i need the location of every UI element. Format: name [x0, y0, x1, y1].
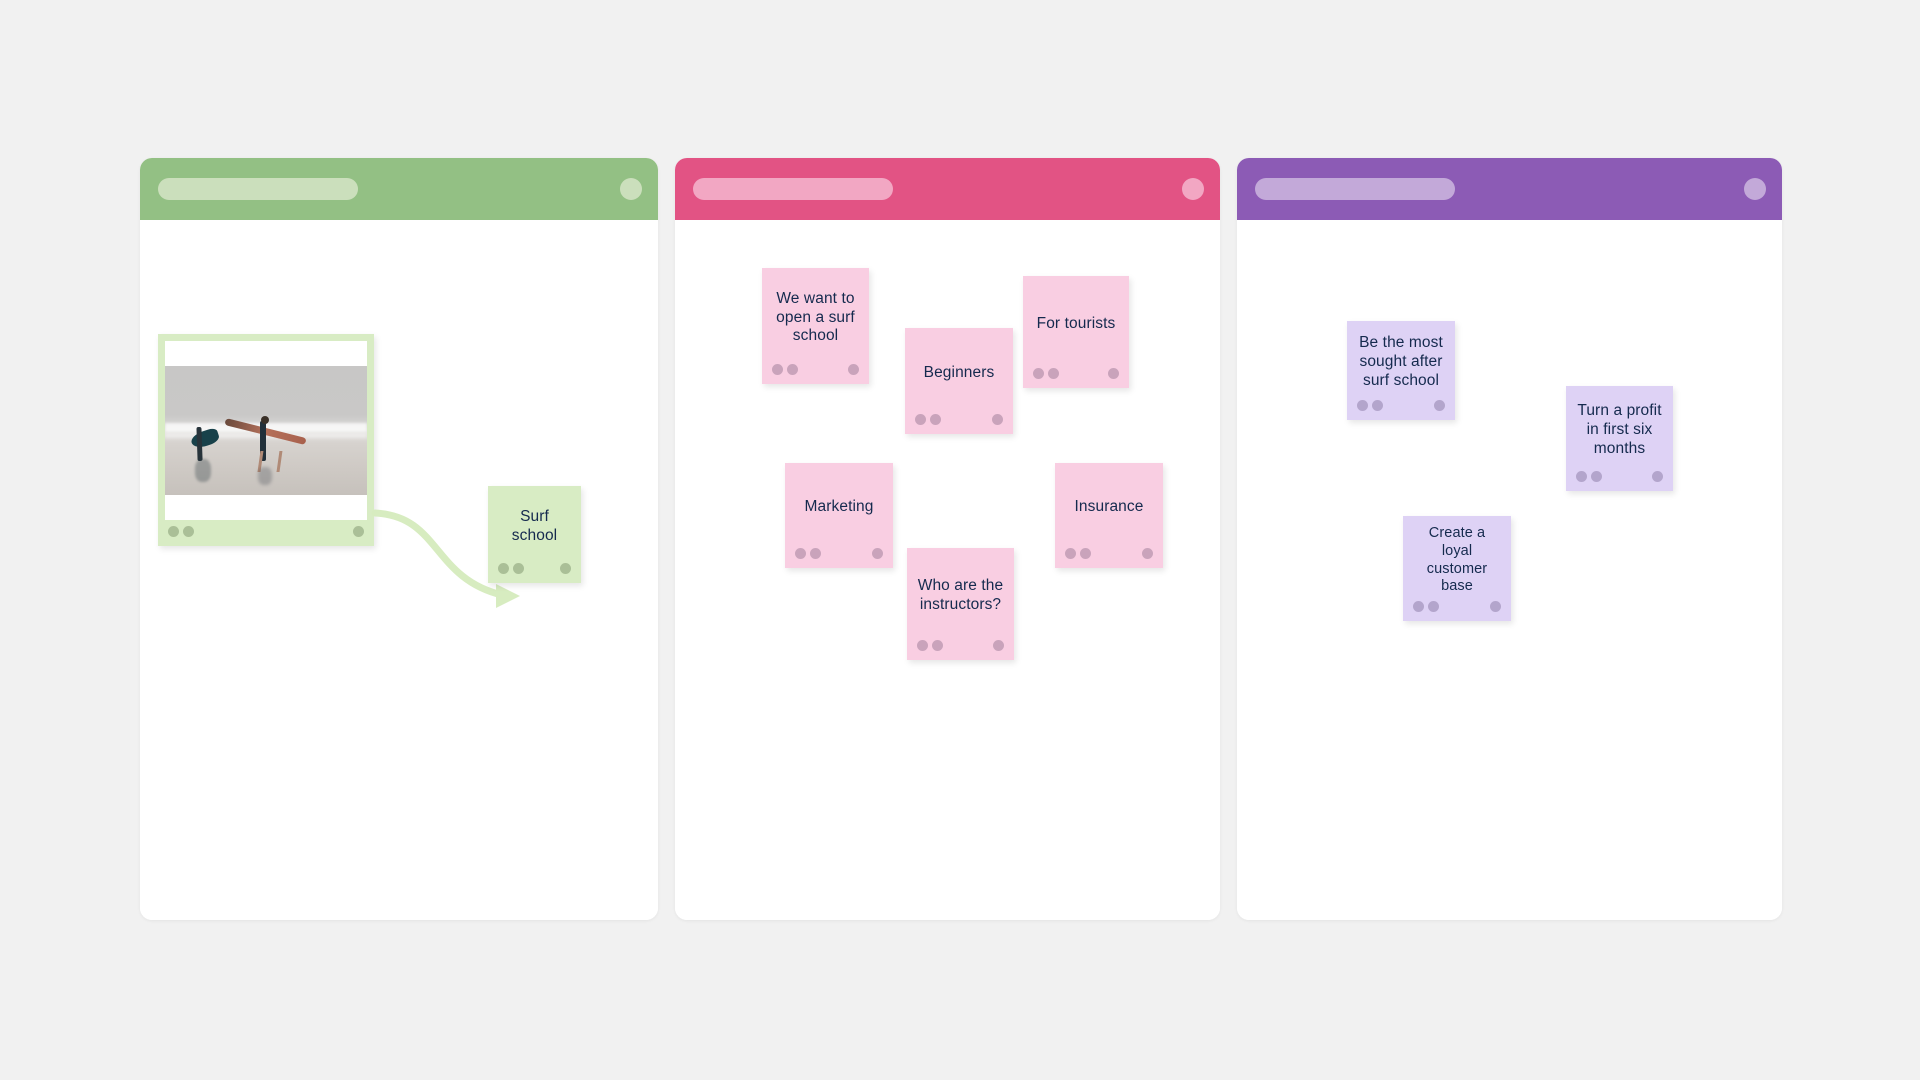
note-dot-1[interactable] [1413, 601, 1424, 612]
note-dot-3[interactable] [1142, 548, 1153, 559]
purple-panel[interactable]: Be the most sought after surf school Tur… [1237, 158, 1782, 920]
photo-inner-frame [165, 341, 367, 520]
note-who-are-the-instructors[interactable]: Who are the instructors? [907, 548, 1014, 660]
surfer-right [259, 421, 266, 462]
note-surf-school-text: Surf school [511, 507, 558, 544]
note-dot-3[interactable] [1434, 400, 1445, 411]
note-dots [1576, 471, 1663, 482]
green-panel[interactable]: Surf school [140, 158, 658, 920]
note-dot-2[interactable] [932, 640, 943, 651]
note-text: Insurance [1074, 498, 1144, 516]
note-dot-2[interactable] [1428, 601, 1439, 612]
note-dot-2[interactable] [1372, 400, 1383, 411]
note-dots [772, 364, 859, 375]
note-dot-2[interactable] [1591, 471, 1602, 482]
surfer-right-head [260, 416, 269, 425]
note-text: Who are the instructors? [917, 577, 1004, 613]
note-dots [915, 414, 1003, 425]
note-dot-2[interactable] [513, 563, 524, 574]
note-insurance[interactable]: Insurance [1055, 463, 1163, 568]
note-turn-a-profit-in-first-six-months[interactable]: Turn a profit in first six months [1566, 386, 1673, 491]
wave-foam-secondary [165, 433, 367, 439]
pink-panel-avatar[interactable] [1182, 178, 1204, 200]
surfer-right-reflection [257, 466, 272, 485]
photo-dot-3[interactable] [353, 526, 364, 537]
note-beginners[interactable]: Beginners [905, 328, 1013, 434]
note-dot-3[interactable] [993, 640, 1004, 651]
note-dot-2[interactable] [787, 364, 798, 375]
photo-card-dots [168, 526, 364, 537]
note-text: Be the most sought after surf school [1359, 334, 1443, 389]
green-panel-header[interactable] [140, 158, 658, 220]
note-text: We want to open a surf school [776, 289, 855, 345]
pink-panel-header[interactable] [675, 158, 1220, 220]
note-marketing[interactable]: Marketing [785, 463, 893, 568]
note-dot-1[interactable] [917, 640, 928, 651]
note-create-a-loyal-customer-base[interactable]: Create a loyal customer base [1403, 516, 1511, 621]
note-dot-3[interactable] [1490, 601, 1501, 612]
note-dots [1413, 601, 1501, 612]
note-surf-school[interactable]: Surf school [488, 486, 581, 583]
note-dot-1[interactable] [1033, 368, 1044, 379]
purple-panel-header[interactable] [1237, 158, 1782, 220]
note-be-the-most-sought-after-surf-school[interactable]: Be the most sought after surf school [1347, 321, 1455, 420]
green-panel-title-placeholder [158, 178, 358, 200]
photo-dot-2[interactable] [183, 526, 194, 537]
note-dot-3[interactable] [872, 548, 883, 559]
note-dot-2[interactable] [1048, 368, 1059, 379]
note-dot-1[interactable] [1357, 400, 1368, 411]
note-dots [917, 640, 1004, 651]
note-text: Turn a profit in first six months [1577, 402, 1662, 457]
note-dot-2[interactable] [930, 414, 941, 425]
note-we-want-to-open-a-surf-school[interactable]: We want to open a surf school [762, 268, 869, 384]
note-dots [795, 548, 883, 559]
pink-panel-title-placeholder [693, 178, 893, 200]
note-dot-3[interactable] [560, 563, 571, 574]
note-text: Create a loyal customer base [1426, 525, 1488, 595]
note-text: Beginners [923, 363, 995, 381]
surf-photo-image [165, 366, 367, 495]
note-dot-1[interactable] [915, 414, 926, 425]
note-dots [1033, 368, 1119, 379]
green-panel-avatar[interactable] [620, 178, 642, 200]
note-dots [1065, 548, 1153, 559]
note-dot-3[interactable] [848, 364, 859, 375]
note-dot-2[interactable] [1080, 548, 1091, 559]
purple-panel-avatar[interactable] [1744, 178, 1766, 200]
surfer-left-reflection [195, 458, 212, 483]
note-dot-1[interactable] [498, 563, 509, 574]
note-dots [1357, 400, 1445, 411]
note-dot-2[interactable] [810, 548, 821, 559]
note-text: Marketing [804, 498, 874, 516]
note-dot-1[interactable] [772, 364, 783, 375]
note-dot-3[interactable] [1108, 368, 1119, 379]
note-text: For tourists [1036, 314, 1116, 332]
note-dot-3[interactable] [992, 414, 1003, 425]
note-for-tourists[interactable]: For tourists [1023, 276, 1129, 388]
note-dot-1[interactable] [1065, 548, 1076, 559]
purple-panel-title-placeholder [1255, 178, 1455, 200]
pink-panel[interactable]: We want to open a surf school Beginners … [675, 158, 1220, 920]
surf-photo-card[interactable] [158, 334, 374, 546]
photo-dot-1[interactable] [168, 526, 179, 537]
note-dot-1[interactable] [795, 548, 806, 559]
note-dot-3[interactable] [1652, 471, 1663, 482]
note-surf-school-dots [498, 563, 571, 574]
note-dot-1[interactable] [1576, 471, 1587, 482]
